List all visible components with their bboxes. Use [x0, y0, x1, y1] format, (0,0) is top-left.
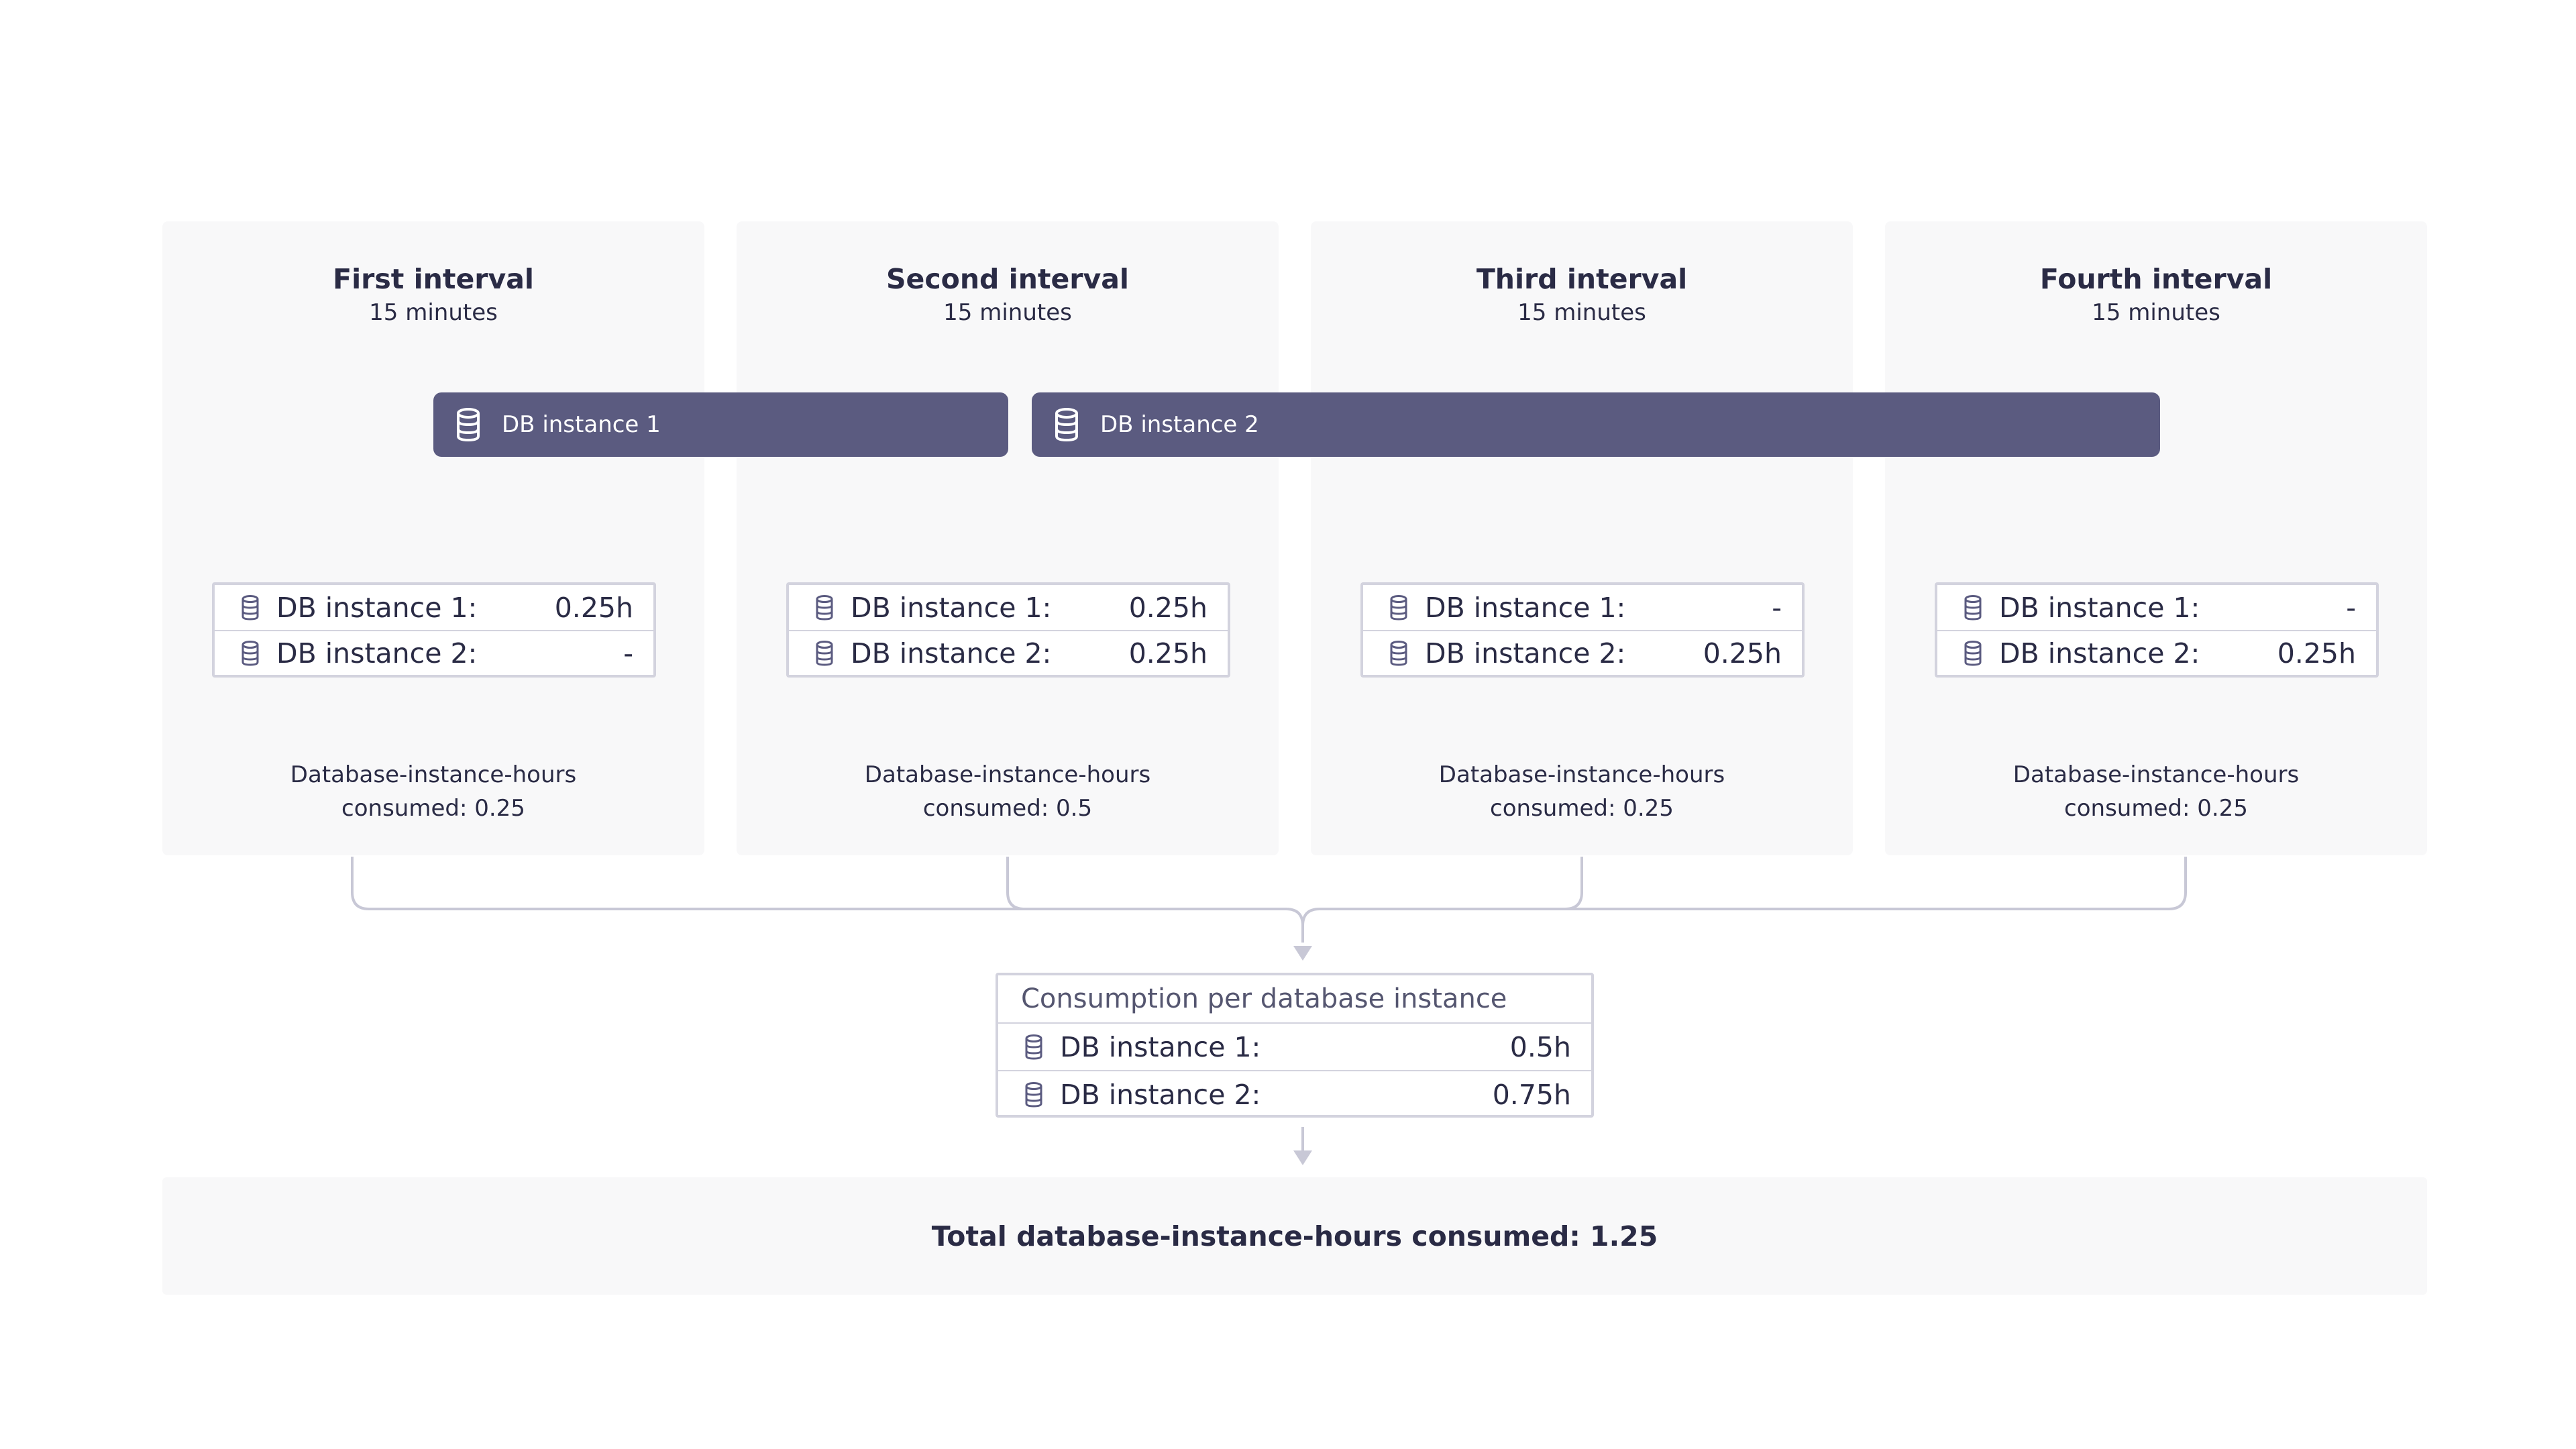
- table-row: DB instance 2: 0.25h: [1937, 630, 2376, 675]
- merge-line-4: [1320, 857, 2187, 910]
- consumed-label: Database-instance-hours: [290, 761, 577, 788]
- total-label: Total database-instance-hours consumed: …: [931, 1220, 1658, 1252]
- consumed-value: consumed: 0.25: [1490, 795, 1674, 822]
- database-icon: [1389, 640, 1409, 666]
- database-icon: [1024, 1034, 1044, 1060]
- row-value: 0.25h: [1703, 637, 1782, 669]
- interval-duration: 15 minutes: [2092, 299, 2220, 326]
- consumed-label: Database-instance-hours: [2012, 761, 2300, 788]
- table-row: DB instance 2: 0.25h: [1363, 630, 1802, 675]
- interval-3-table: DB instance 1: - DB instance 2: 0.25h: [1360, 582, 1805, 678]
- interval-1-table: DB instance 1: 0.25h DB instance 2: -: [212, 582, 656, 678]
- row-label: DB instance 1:: [851, 591, 1052, 624]
- interval-panel-2: Second interval 15 minutes Database-inst…: [737, 221, 1279, 855]
- total-consumption: Total database-instance-hours consumed: …: [162, 1177, 2427, 1295]
- row-value: 0.5h: [1509, 1030, 1571, 1063]
- row-value: -: [2346, 591, 2356, 624]
- interval-2-table: DB instance 1: 0.25h DB instance 2: 0.25…: [786, 582, 1230, 678]
- merge-line-2: [1006, 857, 1286, 910]
- table-row: DB instance 2: 0.25h: [789, 630, 1228, 675]
- interval-consumed: Database-instance-hours consumed: 0.25: [162, 758, 704, 825]
- interval-consumed: Database-instance-hours consumed: 0.25: [1885, 758, 2427, 825]
- row-value: 0.25h: [2277, 637, 2356, 669]
- consumed-value: consumed: 0.25: [341, 795, 525, 822]
- consumed-value: consumed: 0.5: [922, 795, 1093, 822]
- bar-label: DB instance 1: [502, 411, 661, 438]
- database-icon: [1024, 1081, 1044, 1108]
- bar-label: DB instance 2: [1100, 411, 1259, 438]
- table-row: DB instance 1: 0.5h: [998, 1022, 1591, 1070]
- row-value: 0.25h: [1128, 591, 1208, 624]
- row-value: 0.25h: [554, 591, 633, 624]
- database-icon: [1963, 594, 1983, 621]
- summary-title: Consumption per database instance: [1021, 983, 1507, 1014]
- row-value: 0.25h: [1128, 637, 1208, 669]
- row-label: DB instance 2:: [1999, 637, 2200, 669]
- interval-duration: 15 minutes: [369, 299, 498, 326]
- row-value: -: [623, 637, 633, 669]
- table-row: DB instance 2: 0.75h: [998, 1070, 1591, 1118]
- consumed-value: consumed: 0.25: [2064, 795, 2248, 822]
- row-label: DB instance 1:: [1999, 591, 2200, 624]
- db-instance-2-bar: DB instance 2: [1032, 392, 2160, 457]
- row-label: DB instance 1:: [1060, 1030, 1261, 1063]
- merge-line-1: [351, 857, 1304, 943]
- database-icon: [814, 640, 835, 666]
- row-label: DB instance 1:: [276, 591, 478, 624]
- consumption-summary-table: Consumption per database instance DB ins…: [996, 973, 1594, 1118]
- interval-title: Second interval: [886, 263, 1129, 295]
- interval-title: Fourth interval: [2039, 263, 2273, 295]
- table-row: DB instance 1: -: [1363, 585, 1802, 630]
- row-label: DB instance 1:: [1425, 591, 1626, 624]
- database-icon: [814, 594, 835, 621]
- table-row: DB instance 1: 0.25h: [215, 585, 653, 630]
- table-row: DB instance 1: -: [1937, 585, 2376, 630]
- row-label: DB instance 2:: [1060, 1078, 1261, 1111]
- arrowhead: [1293, 946, 1312, 961]
- database-icon: [240, 594, 260, 621]
- merge-line-3: [1301, 857, 1583, 926]
- interval-duration: 15 minutes: [1517, 299, 1646, 326]
- interval-panel-3: Third interval 15 minutes Database-insta…: [1311, 221, 1853, 855]
- consumed-label: Database-instance-hours: [864, 761, 1151, 788]
- consumed-label: Database-instance-hours: [1438, 761, 1725, 788]
- interval-panel-4: Fourth interval 15 minutes Database-inst…: [1885, 221, 2427, 855]
- interval-title: First interval: [333, 263, 534, 295]
- database-icon: [1053, 408, 1080, 441]
- row-label: DB instance 2:: [1425, 637, 1626, 669]
- arrowhead: [1293, 1150, 1312, 1165]
- interval-title: Third interval: [1476, 263, 1688, 295]
- row-value: 0.75h: [1492, 1078, 1571, 1111]
- database-icon: [1963, 640, 1983, 666]
- row-label: DB instance 2:: [276, 637, 478, 669]
- row-value: -: [1772, 591, 1782, 624]
- db-instance-1-bar: DB instance 1: [433, 392, 1008, 457]
- table-row: DB instance 1: 0.25h: [789, 585, 1228, 630]
- database-icon: [455, 408, 482, 441]
- database-icon: [1389, 594, 1409, 621]
- table-row: DB instance 2: -: [215, 630, 653, 675]
- interval-4-table: DB instance 1: - DB instance 2: 0.25h: [1935, 582, 2379, 678]
- interval-consumed: Database-instance-hours consumed: 0.5: [737, 758, 1279, 825]
- interval-panel-1: First interval 15 minutes Database-insta…: [162, 221, 704, 855]
- interval-duration: 15 minutes: [943, 299, 1072, 326]
- row-label: DB instance 2:: [851, 637, 1052, 669]
- database-icon: [240, 640, 260, 666]
- interval-consumed: Database-instance-hours consumed: 0.25: [1311, 758, 1853, 825]
